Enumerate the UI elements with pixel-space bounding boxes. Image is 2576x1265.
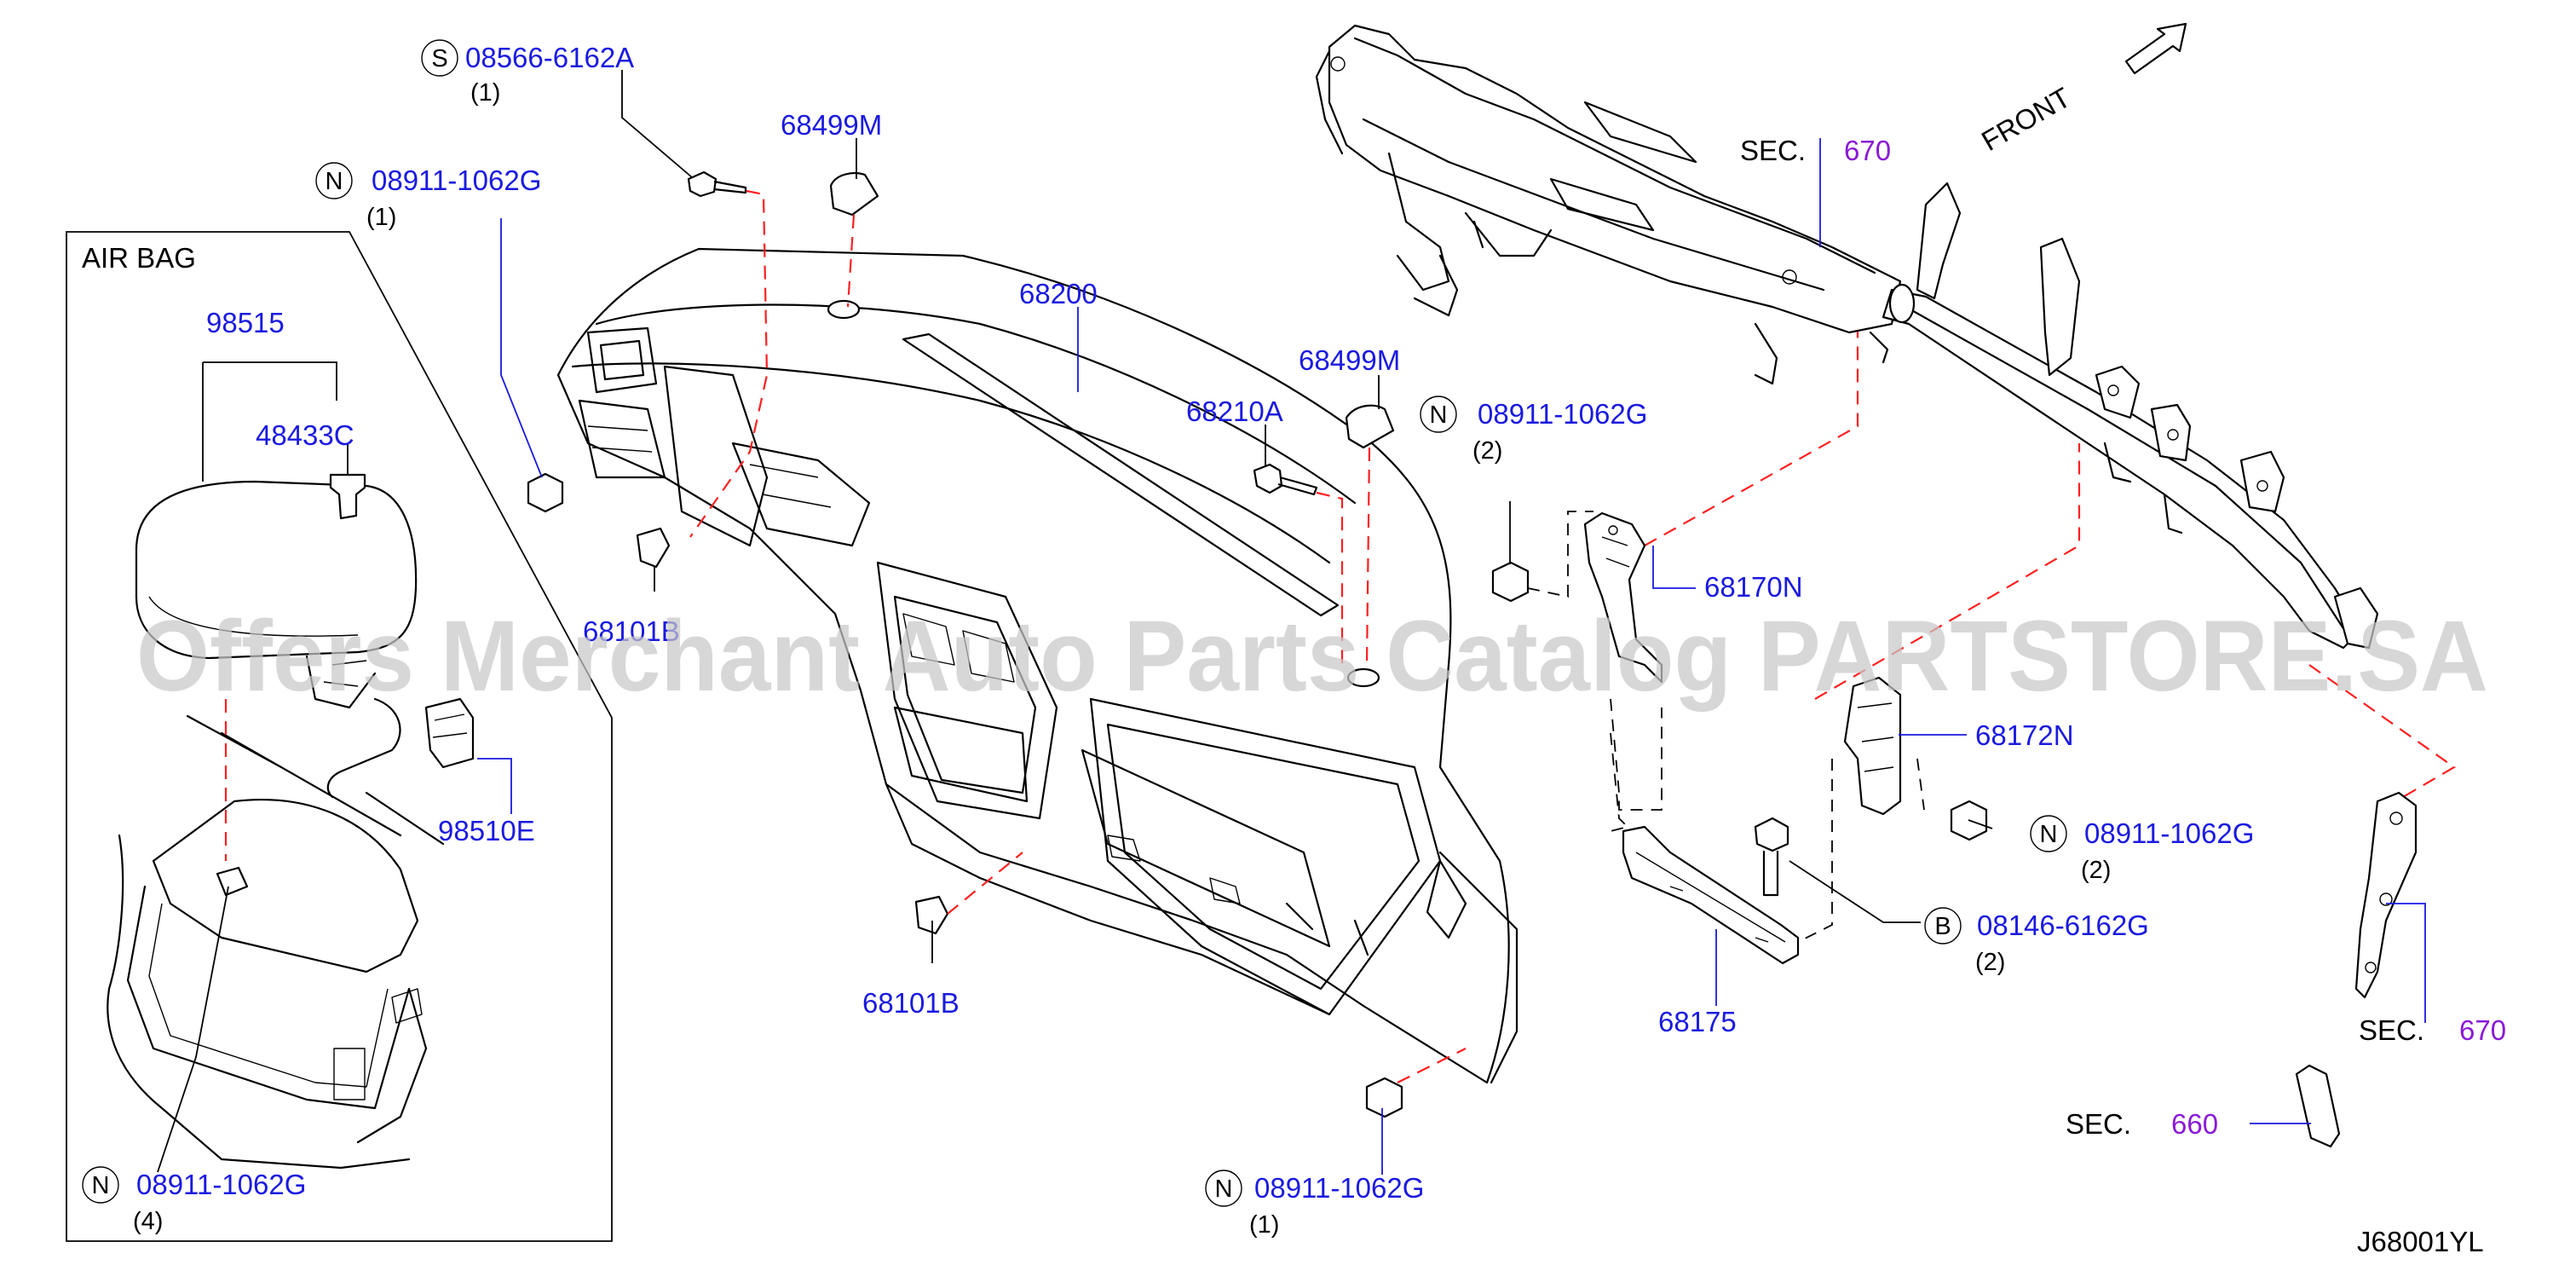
quantity: (2)	[2081, 857, 2111, 884]
quantity: (2)	[1975, 949, 2005, 976]
sec-label: SEC.	[1740, 135, 1806, 166]
part-68101b-lower: 68101B	[862, 987, 960, 1019]
part-68499m-upper: 68499M	[781, 109, 882, 141]
part-number: 08146-6162G	[1977, 910, 2149, 941]
nut-68170n-icon	[1491, 561, 1530, 603]
part-68172n: 68172N	[1975, 719, 2074, 751]
bracket-68172n	[1843, 676, 1902, 816]
quantity: (1)	[366, 204, 396, 231]
front-label: FRONT	[1976, 81, 2076, 157]
cap-68499m-upper-icon	[829, 171, 879, 217]
airbag-inset: AIR BAG	[66, 231, 613, 1242]
instrument-panel-68200	[556, 247, 1519, 1084]
inset-title: AIR BAG	[82, 242, 196, 274]
cap-68499m-right-icon	[1345, 404, 1395, 449]
part-68210a: 68210A	[1186, 396, 1283, 427]
steering-member	[1315, 24, 2379, 650]
sec-number: 670	[2459, 1014, 2506, 1046]
badge-letter: N	[1215, 1175, 1233, 1203]
quantity: (1)	[470, 79, 500, 107]
guide-lines	[689, 189, 2457, 1083]
part-number: 08566-6162A	[465, 42, 634, 73]
callout-08911-1062g-upper-left: N 08911-1062G (1)	[315, 162, 541, 231]
clip-68101b-upper-icon	[636, 527, 671, 569]
sec-number: 670	[1844, 135, 1891, 166]
part-number: 08911-1062G	[372, 165, 541, 196]
section-ref-670-top: SEC. 670	[1740, 135, 1891, 166]
part-68101b-upper: 68101B	[583, 615, 680, 647]
sec-label: SEC.	[2066, 1108, 2131, 1140]
diagram-code: J68001YL	[2357, 1226, 2484, 1257]
sec-number: 660	[2171, 1108, 2218, 1140]
part-68170n: 68170N	[1704, 571, 1803, 603]
callout-08911-1062g-right: N 08911-1062G (2)	[2030, 815, 2254, 884]
part-68200: 68200	[1019, 278, 1098, 309]
callout-08566-6162a: S 08566-6162A (1)	[421, 39, 634, 107]
section-ref-670-right: SEC. 670	[2359, 1014, 2506, 1046]
callout-08911-1062g-center: N 08911-1062G (2)	[1420, 396, 1647, 465]
bracket-68175	[1622, 825, 1800, 965]
badge-letter: N	[326, 168, 343, 195]
part-68175: 68175	[1658, 1006, 1737, 1037]
nut-bottom-icon	[1365, 1077, 1403, 1118]
part-98515: 98515	[206, 307, 285, 338]
clip-48433c-icon	[329, 473, 366, 520]
badge-letter: N	[2040, 821, 2058, 848]
inset-dash-cutaway	[107, 714, 445, 1170]
badge-letter: B	[1934, 913, 1951, 940]
part-98510e: 98510E	[438, 815, 535, 846]
part-number: 08911-1062G	[1478, 398, 1647, 430]
bolt-68210a-icon	[1253, 463, 1318, 496]
part-48433c: 48433C	[256, 419, 354, 451]
screw-08566-6162a-icon	[687, 170, 747, 198]
section-ref-660: SEC. 660	[2066, 1108, 2218, 1140]
bolt-08146-icon	[1754, 817, 1789, 897]
bracket-sec660	[2295, 1064, 2341, 1148]
leader-lines	[500, 70, 2426, 1175]
part-number: 08911-1062G	[2084, 817, 2254, 849]
callout-08911-1062g-bottom: N 08911-1062G (1)	[1205, 1170, 1424, 1239]
quantity: (1)	[1249, 1211, 1279, 1239]
badge-letter: S	[431, 45, 447, 72]
bracket-sec670	[2354, 791, 2418, 999]
part-number: 08911-1062G	[1254, 1172, 1424, 1204]
part-68499m-right: 68499M	[1299, 344, 1400, 376]
quantity: (4)	[133, 1208, 163, 1235]
callout-08146-6162g: B 08146-6162G (2)	[1924, 907, 2149, 976]
clip-68101b-lower-icon	[914, 895, 949, 935]
quantity: (2)	[1472, 437, 1502, 465]
badge-letter: N	[92, 1172, 110, 1199]
front-arrow-icon	[2124, 22, 2187, 75]
sec-label: SEC.	[2359, 1014, 2424, 1046]
callout-08911-1062g-inset: N 08911-1062G (4)	[82, 1166, 306, 1235]
part-number: 08911-1062G	[136, 1169, 306, 1200]
nut-left-icon	[527, 472, 564, 513]
connector-98510e-icon	[424, 697, 475, 769]
bracket-68170n	[1583, 511, 1663, 684]
watermark: Offers Merchant Auto Parts Catalog PARTS…	[136, 600, 2488, 713]
badge-letter: N	[1430, 401, 1448, 429]
airbag-module	[135, 480, 418, 709]
